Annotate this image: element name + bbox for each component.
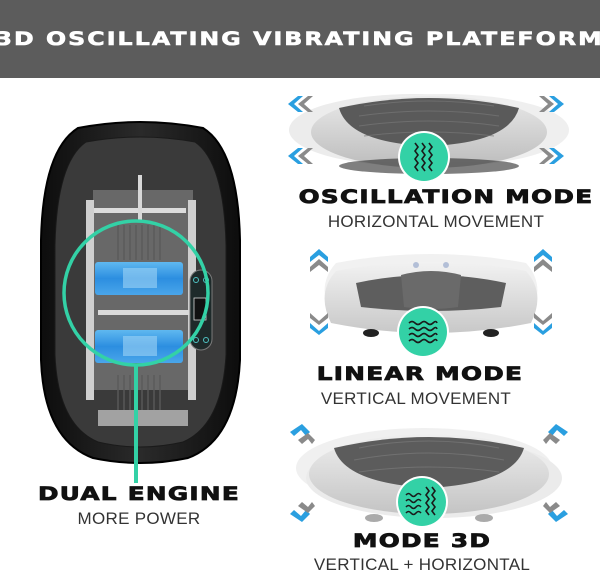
header-bar: 3D OSCILLATING VIBRATING PLATEFORM	[0, 0, 600, 78]
oscillation-mode-title: OSCILLATION MODE	[298, 186, 594, 209]
mode-3d-subtitle: VERTICAL + HORIZONTAL	[313, 555, 531, 574]
page-title: 3D OSCILLATING VIBRATING PLATEFORM	[0, 28, 600, 50]
combined-wave-zigzag-icon	[396, 476, 448, 528]
oscillation-mode-subtitle: HORIZONTAL MOVEMENT	[327, 212, 545, 231]
dual-engine-callout-circle	[58, 215, 214, 485]
horizontal-wave-lines-icon	[397, 306, 449, 358]
device-top-view-image	[38, 120, 243, 465]
mode-3d-title: MODE 3D	[352, 530, 492, 553]
vertical-zigzag-lines-icon	[398, 131, 450, 183]
dual-engine-subtitle: MORE POWER	[77, 509, 201, 528]
oscillation-mode-image	[284, 88, 574, 180]
mode-3d-badge	[395, 475, 449, 529]
linear-mode-subtitle: VERTICAL MOVEMENT	[320, 389, 512, 408]
linear-mode-title: LINEAR MODE	[316, 363, 524, 386]
linear-badge	[396, 305, 450, 359]
mode-3d-image	[284, 418, 574, 528]
oscillation-badge	[397, 130, 451, 184]
linear-mode-image	[306, 245, 556, 345]
dual-engine-title: DUAL ENGINE	[37, 483, 241, 506]
